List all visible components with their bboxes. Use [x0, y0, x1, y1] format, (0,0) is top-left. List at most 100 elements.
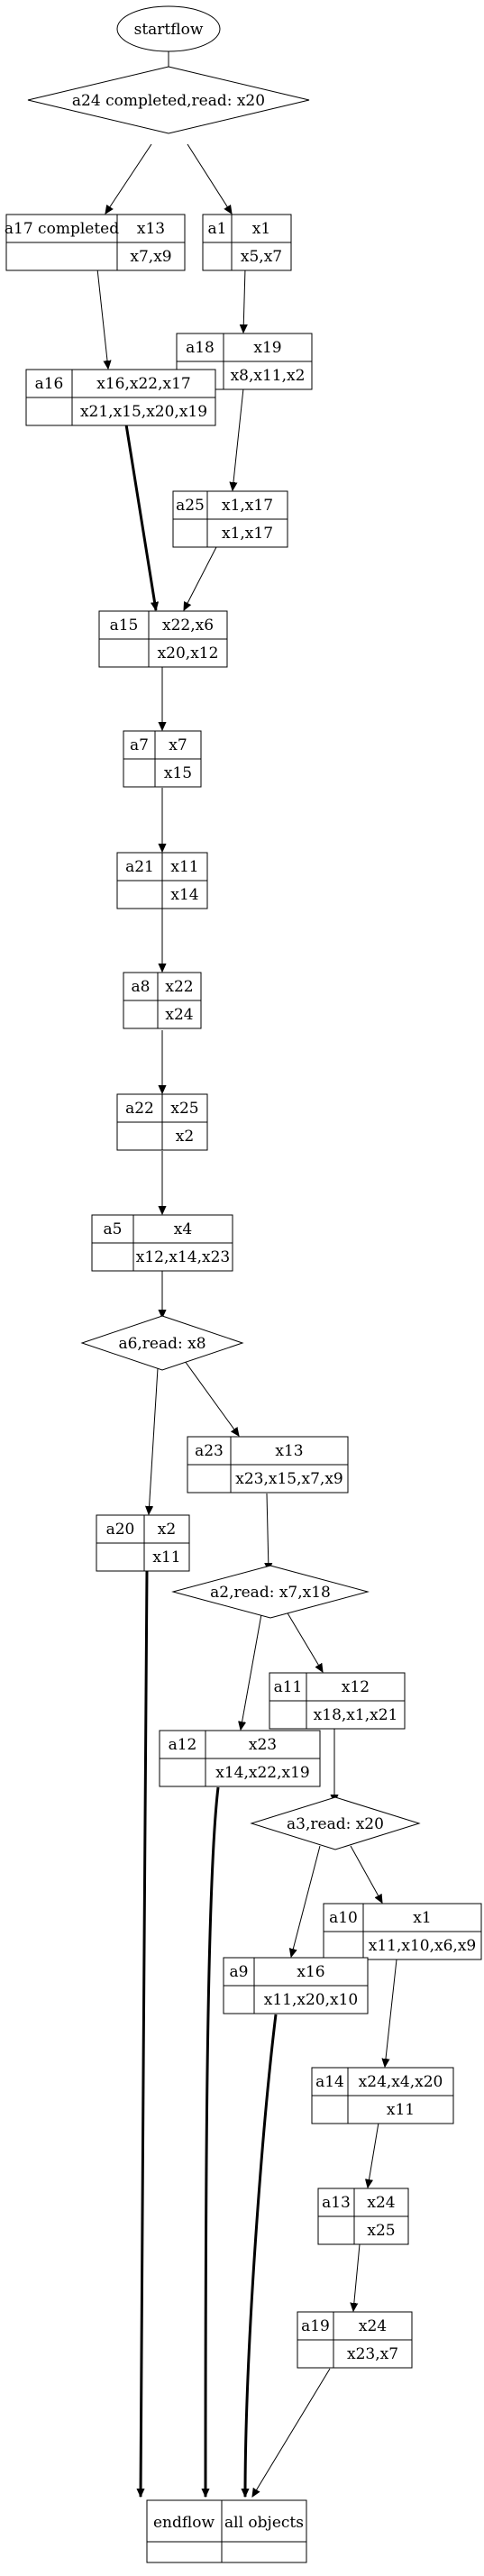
- record-name: a7: [130, 736, 149, 754]
- edge-a17-a16: [96, 268, 108, 369]
- decision-d2: a2,read: x7,x18: [171, 1565, 370, 1619]
- record-bottom: x1,x17: [222, 525, 273, 543]
- decision-label: a2,read: x7,x18: [210, 1584, 331, 1602]
- record-name: a5: [104, 1220, 123, 1238]
- record-bottom: x24: [165, 1006, 193, 1024]
- edge-a19-end: [252, 2368, 331, 2497]
- decision-d6: a6,read: x8: [80, 1315, 244, 1371]
- edge-d6-a20: [149, 1367, 159, 1514]
- record-bottom: x11: [387, 2101, 415, 2119]
- edge-a20-end: [141, 1570, 149, 2497]
- edge-a25-a15: [184, 546, 217, 610]
- record-top: x25: [170, 1100, 198, 1118]
- edge-d3-a10: [350, 1845, 382, 1903]
- record-a9: a9 x16 x11,x20,x10: [223, 1957, 369, 2014]
- start-node: startflow: [116, 5, 221, 52]
- record-name: a14: [315, 2073, 344, 2091]
- record-a11: a11 x12 x18,x1,x21: [269, 1672, 406, 1730]
- record-top: x1: [413, 1909, 431, 1927]
- record-name: a10: [329, 1909, 358, 1927]
- record-a10: a10 x1 x11,x10,x6,x9: [323, 1903, 482, 1960]
- edge-a9-end: [245, 2014, 278, 2497]
- end-left-label: endflow: [153, 2514, 215, 2532]
- record-bottom: x25: [367, 2222, 395, 2240]
- record-name: a9: [230, 1963, 249, 1981]
- record-bottom: x11: [152, 1548, 180, 1567]
- record-name: a17 completed: [5, 220, 119, 238]
- decision-label: a3,read: x20: [287, 1815, 384, 1833]
- record-top: x12: [342, 1678, 370, 1696]
- record-bottom: x7,x9: [130, 248, 171, 266]
- record-top: x1: [252, 220, 270, 238]
- record-top: x22,x6: [162, 617, 214, 635]
- record-top: x11: [170, 858, 198, 876]
- edge-d2-a12: [241, 1613, 262, 1730]
- record-bottom: x20,x12: [158, 644, 219, 662]
- record-a22: a22 x25 x2: [116, 1093, 208, 1151]
- edge-a18-a25: [233, 388, 244, 490]
- record-a13: a13 x24 x25: [317, 2188, 409, 2245]
- decisions: a24 completed,read: x20 a6,read: x8 a2,rea…: [27, 66, 421, 1850]
- end-node: endflow all objects: [146, 2499, 307, 2563]
- record-name: a13: [322, 2194, 351, 2212]
- record-bottom: x11,x20,x10: [264, 1991, 358, 2009]
- record-bottom: x2: [176, 1128, 194, 1146]
- decision-label: a6,read: x8: [118, 1335, 205, 1353]
- decision-d24: a24 completed,read: x20: [27, 66, 310, 134]
- record-bottom: x5,x7: [241, 248, 282, 266]
- edge-d24-a17: [105, 143, 152, 214]
- record-name: a11: [274, 1678, 303, 1696]
- edge-a12-end: [205, 1786, 220, 2497]
- decision-d3: a3,read: x20: [250, 1796, 421, 1850]
- record-bottom: x23,x7: [347, 2345, 398, 2363]
- edge-d6-a23: [184, 1360, 239, 1436]
- end-right-label: all objects: [224, 2514, 304, 2532]
- edge-a1-a18: [243, 268, 245, 333]
- record-name: a12: [169, 1736, 197, 1754]
- record-bottom: x18,x1,x21: [314, 1706, 398, 1724]
- record-top: x24: [367, 2194, 395, 2212]
- record-top: x7: [169, 736, 187, 754]
- record-bottom: x14,x22,x19: [215, 1764, 309, 1782]
- record-bottom: x15: [164, 764, 192, 782]
- record-a20: a20 x2 x11: [96, 1514, 190, 1572]
- record-a12: a12 x23 x14,x22,x19: [159, 1730, 321, 1787]
- record-top: x22: [165, 978, 193, 996]
- record-name: a21: [125, 858, 154, 876]
- record-bottom: x21,x15,x20,x19: [80, 403, 207, 421]
- edge-d2-a11: [286, 1611, 323, 1672]
- edge-a10-a14: [385, 1959, 397, 2067]
- edge-a23-d2: [267, 1493, 269, 1571]
- record-top: x13: [275, 1442, 303, 1460]
- record-bottom: x12,x14,x23: [136, 1248, 230, 1266]
- edges: [96, 51, 397, 2497]
- record-bottom: x11,x10,x6,x9: [369, 1937, 476, 1955]
- record-top: x24,x4,x20: [359, 2073, 443, 2091]
- record-top: x16,x22,x17: [96, 375, 190, 393]
- record-name: a20: [106, 1521, 135, 1539]
- record-top: x16: [297, 1963, 324, 1981]
- record-name: a22: [125, 1100, 154, 1118]
- record-name: a18: [186, 339, 215, 357]
- record-a1: a1 x1 x5,x7: [202, 214, 292, 271]
- record-top: x1,x17: [222, 497, 273, 515]
- decision-label: a24 completed,read: x20: [72, 92, 265, 110]
- record-a7: a7 x7 x15: [123, 730, 202, 788]
- record-name: a16: [35, 375, 64, 393]
- record-name: a1: [208, 220, 227, 238]
- record-top: x2: [158, 1521, 176, 1539]
- record-bottom: x23,x15,x7,x9: [235, 1470, 342, 1488]
- record-name: a25: [176, 497, 205, 515]
- record-top: x23: [249, 1736, 277, 1754]
- record-top: x24: [359, 2317, 387, 2335]
- start-label: startflow: [134, 21, 204, 39]
